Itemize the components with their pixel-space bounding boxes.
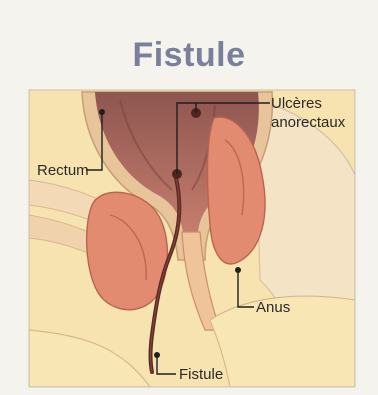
anus-leader-dot [235,267,241,273]
fistule-leader-dot [154,352,160,358]
label-anus: Anus [256,299,290,316]
label-fistule: Fistule [179,366,223,383]
left-sphincter-muscle [87,192,168,309]
label-ulceres-line2: anorectaux [271,114,346,131]
illustration-panel [29,90,355,387]
label-ulceres-line1: Ulcères [271,95,322,112]
rectum-leader-dot [99,109,105,115]
label-rectum: Rectum [37,162,89,179]
